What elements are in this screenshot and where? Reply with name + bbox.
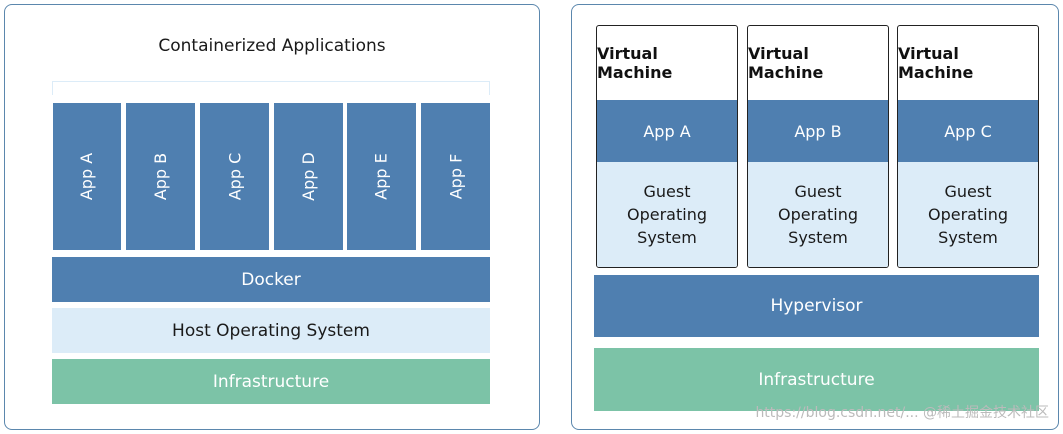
- app-a-label: App A: [77, 152, 97, 201]
- watermark: https://blog.csdn.net/... @稀土掘金技术社区: [755, 405, 1049, 421]
- app-c-container: App C: [200, 103, 269, 250]
- vm-1-app: App A: [597, 100, 737, 162]
- vm-3-title: Virtual Machine: [898, 44, 974, 82]
- app-c-label: App C: [224, 152, 244, 201]
- containerized-title: Containerized Applications: [158, 36, 386, 56]
- app-b-container: App B: [126, 103, 195, 250]
- vm-2: Virtual Machine App B Guest Operating Sy…: [747, 25, 889, 268]
- app-d-label: App D: [298, 152, 318, 201]
- docker-layer: Docker: [52, 257, 490, 302]
- app-e-label: App E: [371, 153, 391, 200]
- infrastructure-layer-left: Infrastructure: [52, 359, 490, 404]
- vm-3-app: App C: [898, 100, 1038, 162]
- app-e-container: App E: [347, 103, 416, 250]
- vm-1: Virtual Machine App A Guest Operating Sy…: [596, 25, 738, 268]
- vm-2-title: Virtual Machine: [748, 44, 824, 82]
- app-b-label: App B: [150, 152, 170, 201]
- apps-top-strip: [52, 81, 490, 95]
- infrastructure-layer-right: Infrastructure: [594, 348, 1039, 411]
- vm-3-guest-os: Guest Operating System: [898, 162, 1038, 267]
- containerized-panel: Containerized Applications App A App B A…: [4, 4, 540, 430]
- app-d-container: App D: [274, 103, 343, 250]
- vm-1-guest-os: Guest Operating System: [597, 162, 737, 267]
- vm-2-app: App B: [748, 100, 888, 162]
- app-f-label: App F: [445, 153, 465, 200]
- vm-2-guest-os: Guest Operating System: [748, 162, 888, 267]
- vm-1-title: Virtual Machine: [597, 44, 673, 82]
- vm-3: Virtual Machine App C Guest Operating Sy…: [897, 25, 1039, 268]
- app-f-container: App F: [421, 103, 490, 250]
- app-a-container: App A: [53, 103, 121, 250]
- vm-panel: Virtual Machine App A Guest Operating Sy…: [571, 4, 1059, 430]
- host-os-layer: Host Operating System: [52, 308, 490, 353]
- hypervisor-layer: Hypervisor: [594, 275, 1039, 337]
